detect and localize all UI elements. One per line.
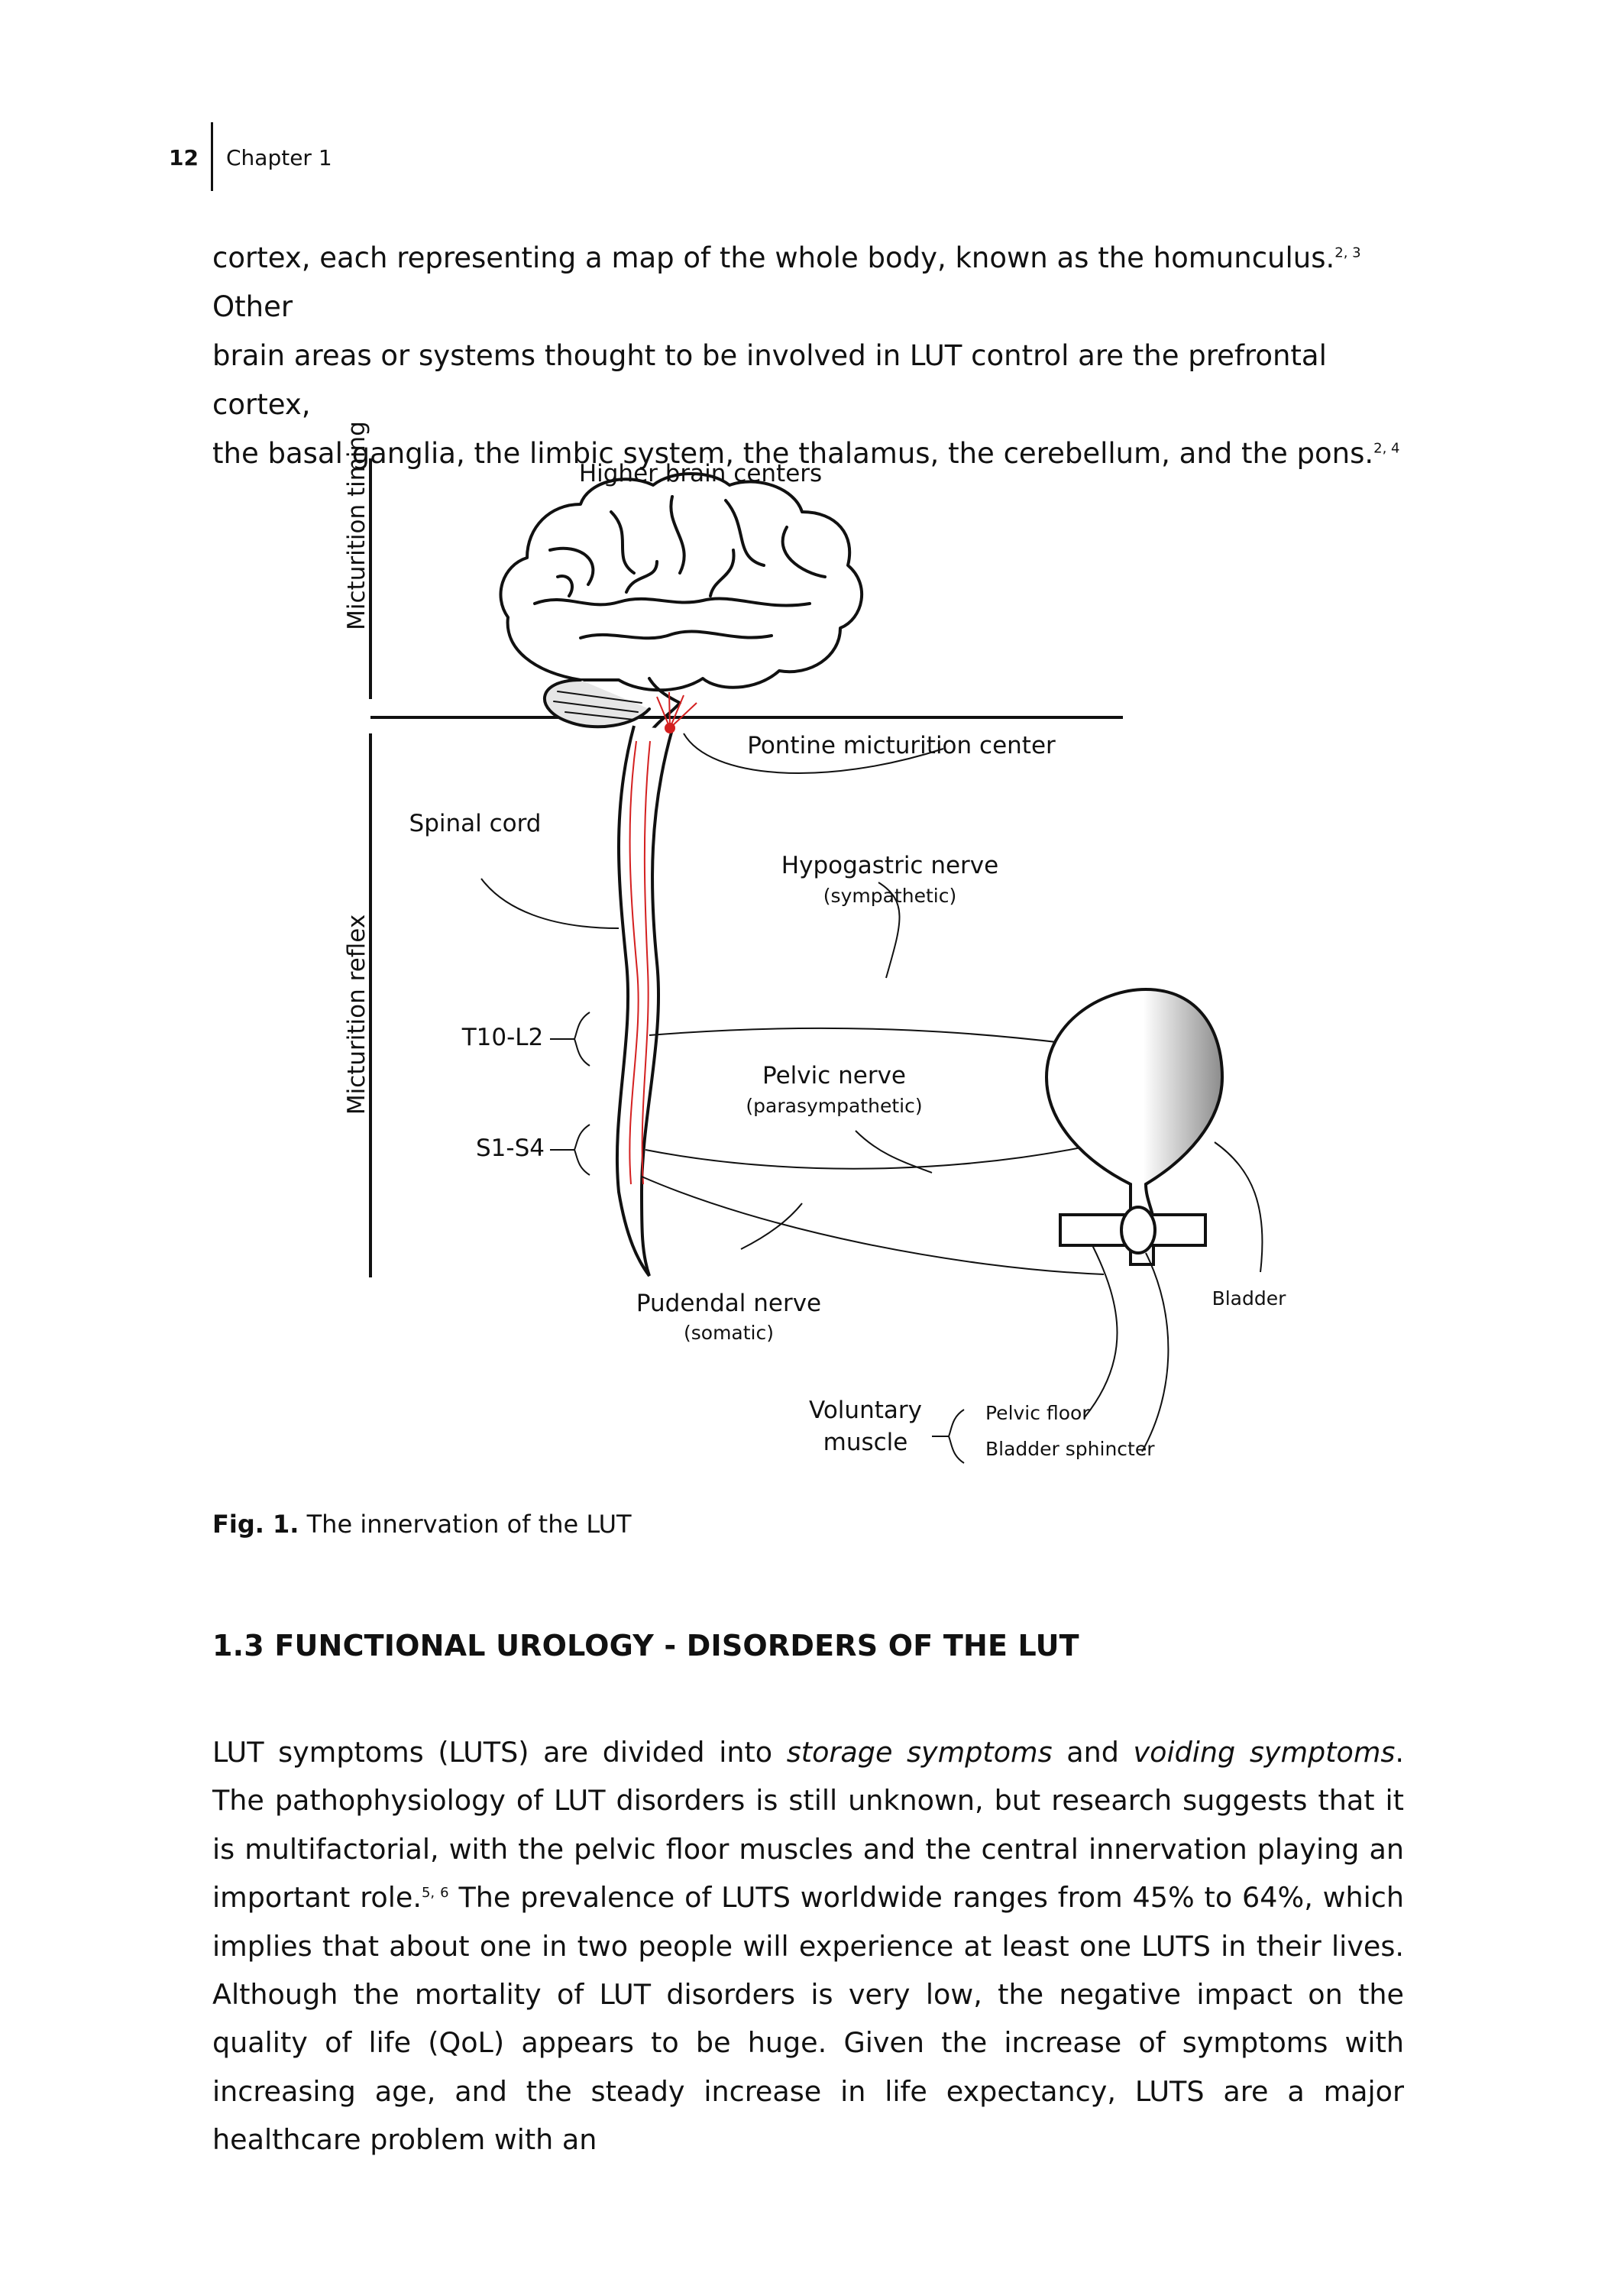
page-number: 12 bbox=[169, 145, 199, 170]
paragraph-text-3: . The pathophysiology of LUT disorders i… bbox=[212, 1736, 1404, 1915]
higher-brain-centers-label: Higher brain centers bbox=[578, 460, 823, 487]
intro-line-1-end: Other bbox=[212, 290, 293, 323]
paragraph-text-2: and bbox=[1066, 1736, 1119, 1769]
paragraph-text-4: The prevalence of LUTS worldwide ranges … bbox=[212, 1881, 1404, 2157]
figure-caption-prefix: Fig. 1. bbox=[212, 1510, 299, 1539]
citation-2-4: 2, 4 bbox=[1373, 440, 1400, 457]
spinal-cord bbox=[615, 725, 674, 1277]
intro-line-3: the basal ganglia, the limbic system, th… bbox=[212, 437, 1374, 470]
pelvic-floor-label: Pelvic floor bbox=[985, 1402, 1090, 1424]
lut-symptoms-paragraph: LUT symptoms (LUTS) are divided into sto… bbox=[212, 1728, 1404, 2164]
pelvic-leader bbox=[855, 1130, 933, 1174]
spinal-cord-leader bbox=[480, 878, 620, 929]
micturition-reflex-label: Micturition reflex bbox=[343, 914, 371, 1115]
intro-line-2: brain areas or systems thought to be inv… bbox=[212, 339, 1327, 421]
hypogastric-leader bbox=[878, 882, 901, 979]
figure-caption-text: The innervation of the LUT bbox=[306, 1510, 632, 1539]
pelvic-nerve-line bbox=[645, 1134, 1139, 1170]
lut-innervation-figure: Micturition timing Micturition reflex Hi… bbox=[0, 421, 1624, 1490]
pudendal-nerve-label: Pudendal nerve bbox=[636, 1290, 822, 1317]
intro-line-1: cortex, each representing a map of the w… bbox=[212, 241, 1335, 274]
pontine-red-fibers bbox=[656, 691, 697, 729]
pudendal-leader bbox=[740, 1203, 803, 1250]
micturition-timing-label: Micturition timing bbox=[342, 421, 370, 630]
pontine-leader bbox=[683, 733, 944, 774]
pelvic-nerve-label: Pelvic nerve bbox=[762, 1062, 907, 1089]
pelvic-floor-leader bbox=[1084, 1245, 1118, 1418]
t10-l2-label: T10-L2 bbox=[461, 1024, 544, 1051]
pudendal-nerve-line bbox=[641, 1176, 1105, 1275]
bladder-label: Bladder bbox=[1212, 1287, 1286, 1309]
s1-s4-bracket bbox=[550, 1124, 590, 1176]
intro-paragraph: cortex, each representing a map of the w… bbox=[212, 234, 1404, 478]
figure-caption: Fig. 1. The innervation of the LUT bbox=[212, 1510, 632, 1539]
section-heading: 1.3 FUNCTIONAL UROLOGY - DISORDERS OF TH… bbox=[212, 1629, 1079, 1662]
lut-innervation-diagram bbox=[369, 458, 1263, 1464]
voiding-symptoms-term: voiding symptoms bbox=[1133, 1736, 1396, 1769]
header-divider bbox=[211, 122, 213, 191]
citation-2-3: 2, 3 bbox=[1334, 244, 1361, 261]
pelvic-type-label: (parasympathetic) bbox=[746, 1095, 923, 1117]
hypogastric-type-label: (sympathetic) bbox=[823, 885, 957, 907]
voluntary-muscle-bracket bbox=[932, 1409, 965, 1464]
bladder-leader bbox=[1214, 1141, 1263, 1273]
citation-5-6: 5, 6 bbox=[421, 1885, 449, 1902]
spinal-cord-label: Spinal cord bbox=[409, 810, 542, 837]
pudendal-type-label: (somatic) bbox=[684, 1322, 774, 1344]
hypogastric-nerve-label: Hypogastric nerve bbox=[781, 852, 999, 879]
muscle-label: muscle bbox=[823, 1429, 908, 1456]
t10-l2-bracket bbox=[550, 1012, 590, 1067]
spinal-nerve-tract bbox=[629, 740, 651, 1185]
s1-s4-label: S1-S4 bbox=[476, 1135, 545, 1162]
chapter-label: Chapter 1 bbox=[226, 145, 332, 170]
paragraph-text-1: LUT symptoms (LUTS) are divided into bbox=[212, 1736, 773, 1769]
brain-icon bbox=[499, 472, 863, 735]
bladder-sphincter-label: Bladder sphincter bbox=[985, 1438, 1155, 1460]
voluntary-label: Voluntary bbox=[809, 1397, 922, 1424]
storage-symptoms-term: storage symptoms bbox=[786, 1736, 1053, 1769]
bladder-sphincter-leader bbox=[1141, 1252, 1169, 1452]
bladder-icon bbox=[1044, 987, 1224, 1266]
pontine-center-label: Pontine micturition center bbox=[747, 732, 1056, 759]
